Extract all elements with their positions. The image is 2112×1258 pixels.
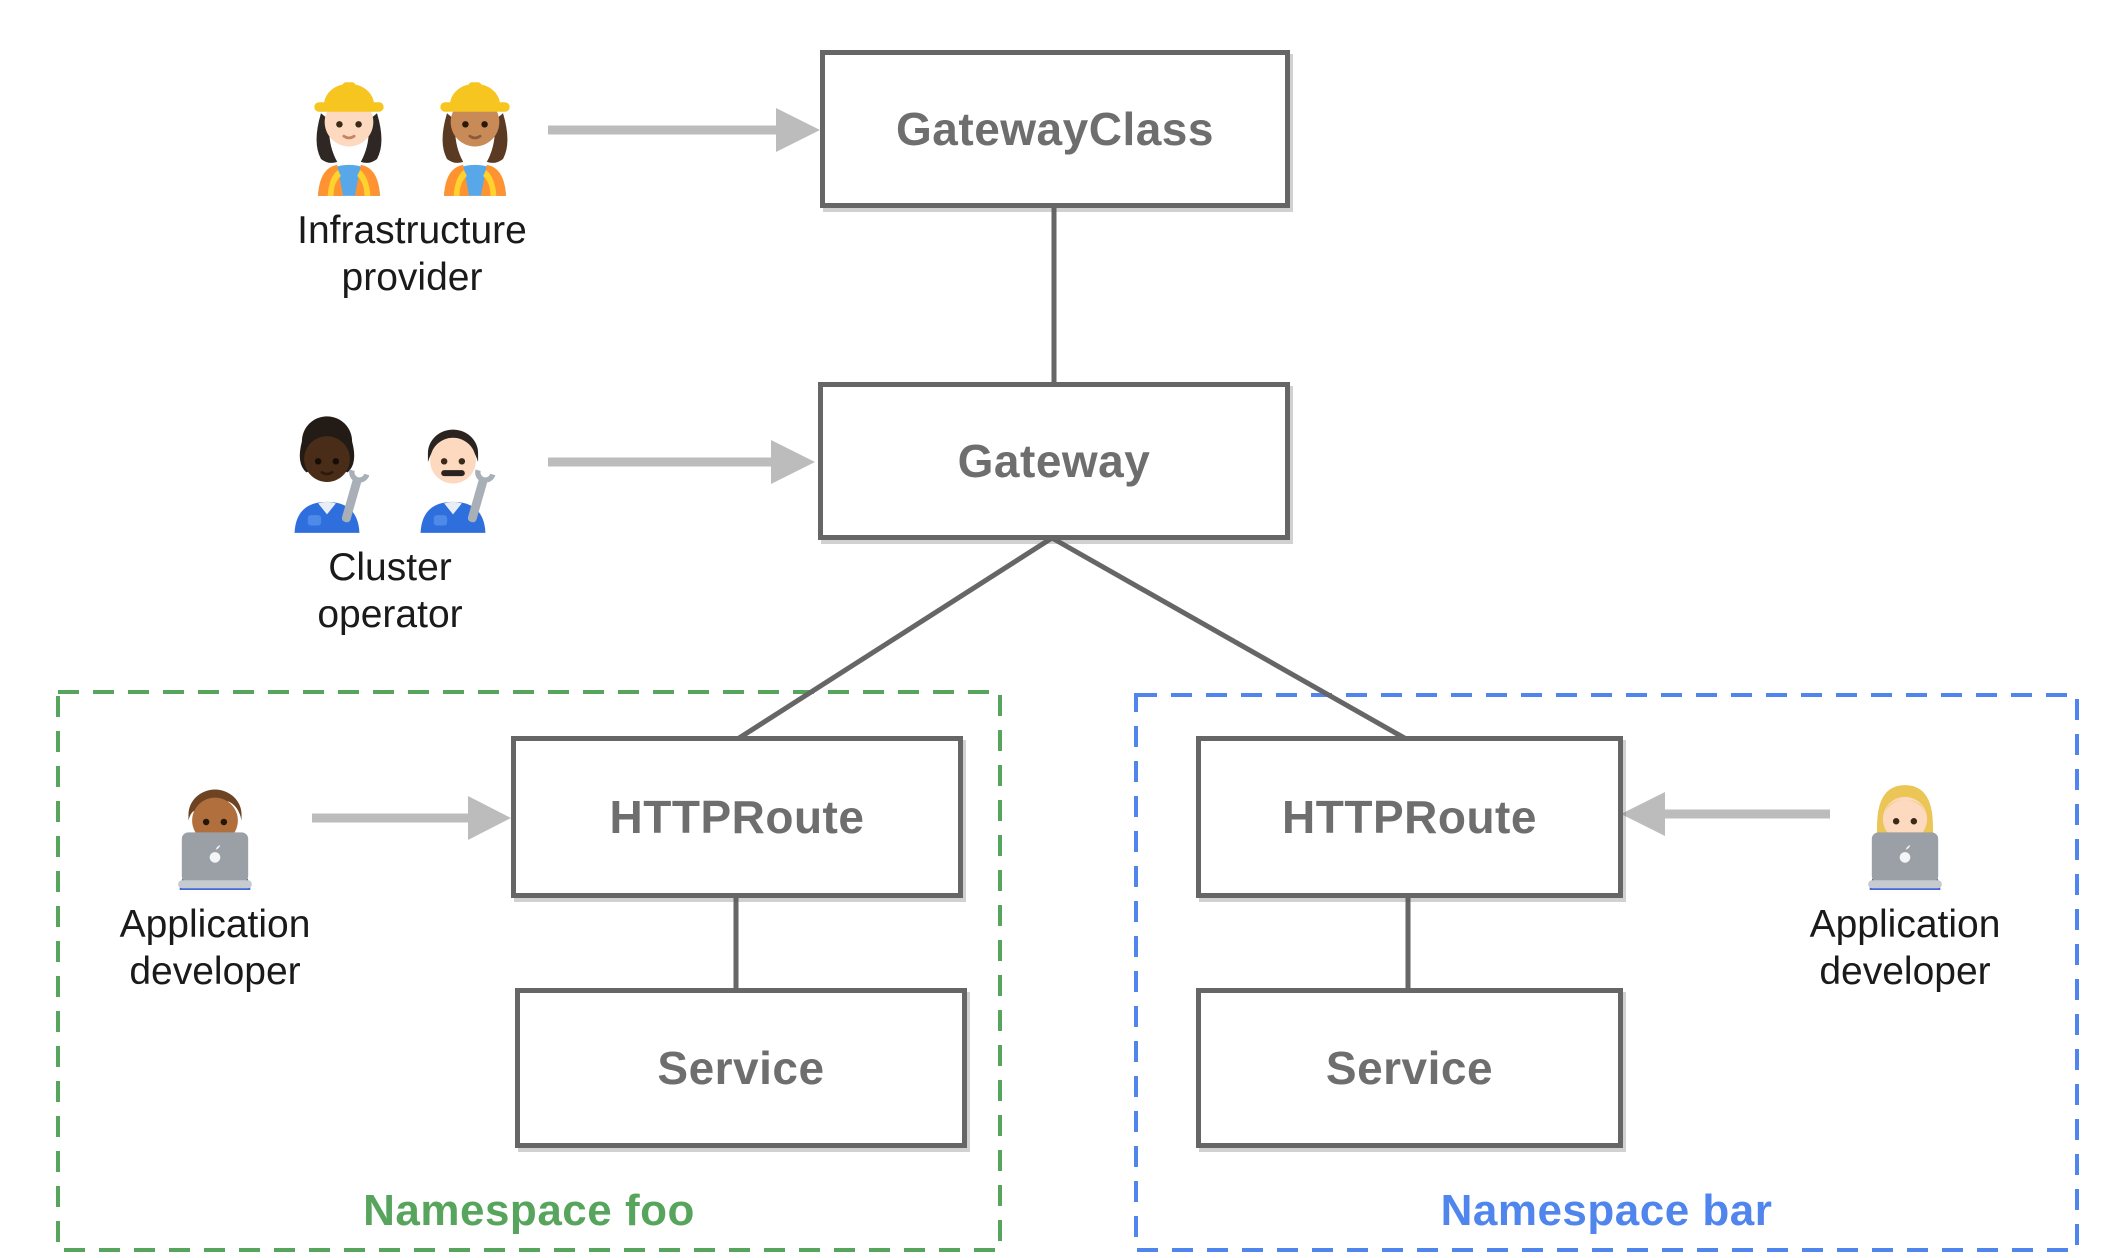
service-bar-box: Service	[1196, 988, 1623, 1148]
person-mechanic-dark-skin-icon	[294, 416, 370, 533]
man-mechanic-light-skin-icon	[420, 429, 496, 533]
namespace-bar-border	[1134, 693, 2079, 1252]
service-bar-label: Service	[1325, 1042, 1494, 1094]
woman-construction-worker-light-skin-icon	[314, 82, 384, 196]
edge-gateway-httproute-foo	[734, 535, 1054, 743]
persona-application-developer-bar: Application developer	[1750, 752, 2060, 996]
persona-application-developer-foo: Application developer	[60, 752, 370, 996]
service-foo-label: Service	[657, 1042, 825, 1094]
namespace-foo-label: Namespace foo	[363, 1186, 695, 1235]
cluster-operator-label: Cluster operator	[317, 546, 463, 636]
arrow-app-developer-to-httproute-bar	[1621, 792, 1830, 836]
gatewayclass-label: GatewayClass	[896, 103, 1214, 155]
application-developer-foo-icons	[156, 752, 274, 892]
edge-gateway-httproute-bar	[1050, 535, 1410, 743]
httproute-bar-label: HTTPRoute	[1282, 791, 1537, 843]
httproute-foo-box: HTTPRoute	[511, 736, 963, 898]
gatewayclass-box: GatewayClass	[820, 50, 1290, 208]
wrench-icon	[341, 469, 370, 523]
cluster-operator-icons	[268, 395, 512, 535]
httproute-bar-box: HTTPRoute	[1196, 736, 1623, 898]
application-developer-bar-label: Application developer	[1809, 903, 2001, 993]
infrastructure-provider-label: Infrastructure provider	[297, 209, 527, 299]
arrow-app-developer-to-httproute-foo	[312, 796, 511, 840]
arrow-cluster-operator-to-gateway	[548, 440, 815, 484]
woman-technologist-light-skin-icon	[1868, 785, 1942, 890]
httproute-foo-label: HTTPRoute	[609, 791, 865, 843]
man-technologist-medium-skin-icon	[178, 789, 252, 890]
service-foo-box: Service	[515, 988, 967, 1148]
namespace-bar-label: Namespace bar	[1440, 1186, 1773, 1235]
application-developer-bar-icons	[1846, 752, 1964, 892]
application-developer-foo-label: Application developer	[119, 903, 311, 993]
woman-construction-worker-medium-skin-icon	[440, 82, 510, 196]
gateway-box: Gateway	[818, 382, 1290, 540]
namespace-foo-border	[56, 690, 1002, 1252]
gateway-label: Gateway	[957, 435, 1151, 487]
persona-infrastructure-provider: Infrastructure provider	[252, 58, 572, 302]
wrench-icon	[467, 469, 496, 523]
infrastructure-provider-icons	[290, 58, 534, 198]
arrow-infrastructure-provider-to-gatewayclass	[548, 108, 820, 152]
persona-cluster-operator: Cluster operator	[230, 395, 550, 639]
